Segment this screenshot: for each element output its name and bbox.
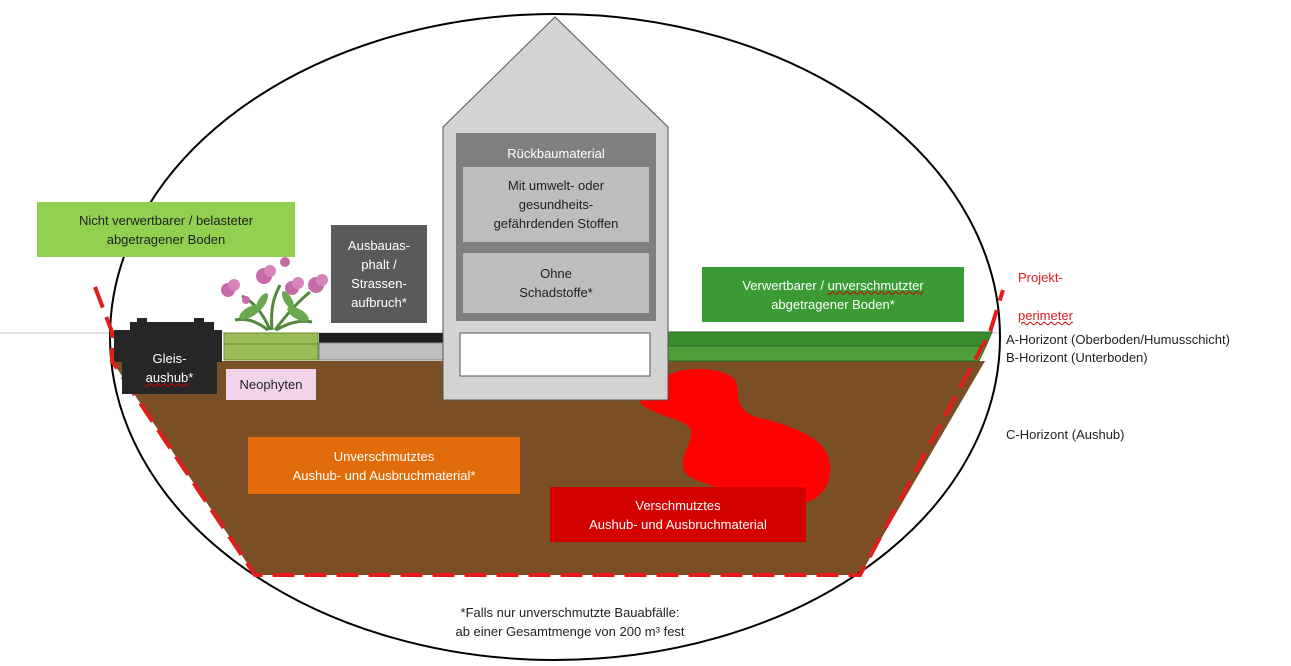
projektperimeter-line2: perimeter: [1018, 308, 1073, 323]
asphalt-subbase: [318, 342, 444, 361]
c-horizont-label: C-Horizont (Aushub): [1006, 427, 1125, 442]
projektperimeter-label: Projekt- perimeter: [1018, 249, 1073, 344]
gleisaushub-box: Gleis- aushub*: [122, 341, 217, 394]
nicht-verwertbar-soil-box: Nicht verwertbarer / belasteter abgetrag…: [37, 202, 295, 257]
track-rail-cap-left: [137, 318, 147, 324]
rueckbau-ohne-label: Ohne Schadstoffe*: [519, 266, 593, 300]
subsoil-layer-b-horizon: [667, 345, 987, 362]
ausbauasphalt-box: Ausbauas- phalt / Strassen- aufbruch*: [331, 225, 427, 323]
gleisaushub-line2: aushub*: [145, 369, 194, 385]
neophyten-box: Neophyten: [226, 369, 316, 400]
rueckbau-title: Rückbaumaterial: [507, 145, 605, 161]
asphalt-layer: [319, 333, 443, 343]
verschmutzt-excavation-box: Verschmutztes Aushub- und Ausbruchmateri…: [550, 487, 806, 542]
footnote: *Falls nur unverschmutzte Bauabfälle: ab…: [455, 605, 685, 639]
gleisaushub-line1: Gleis-: [152, 350, 187, 366]
rueckbau-ohne-box: [463, 253, 649, 313]
neophyten-ground: [223, 332, 319, 361]
verwertbar-line2: abgetragener Boden*: [771, 296, 895, 312]
neophyte-plant-icon: [221, 257, 328, 332]
unverschmutzt-excavation-box: Unverschmutztes Aushub- und Ausbruchmate…: [248, 437, 520, 494]
verwertbar-soil-box: Verwertbarer / unverschmutzter abgetrage…: [702, 267, 964, 322]
track-rail-cap-right: [194, 318, 204, 324]
building-basement-window: [459, 332, 651, 377]
projektperimeter-line1: Projekt-: [1018, 270, 1063, 285]
topsoil-layer-a-horizon: [667, 331, 993, 347]
b-horizont-label: B-Horizont (Unterboden): [1006, 350, 1148, 365]
contaminated-zone: [638, 368, 831, 505]
project-perimeter-line: [93, 286, 1005, 577]
rueckbau-mit-box: [463, 167, 649, 242]
rueckbau-mit-label: Mit umwelt- oder gesundheits- gefährdend…: [493, 178, 619, 231]
a-horizont-label: A-Horizont (Oberboden/Humusschicht): [1006, 332, 1230, 347]
track-rail-base: [130, 322, 214, 332]
verwertbar-line1: Verwertbarer / unverschmutzter: [742, 277, 924, 293]
